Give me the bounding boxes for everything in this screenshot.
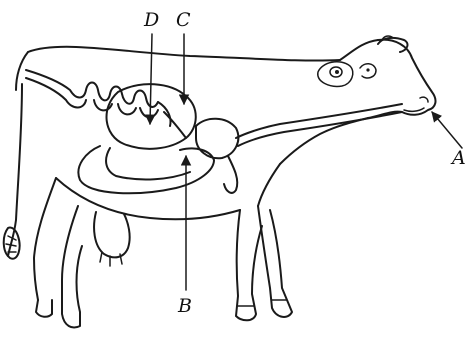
label-a: A bbox=[450, 147, 466, 169]
intestine-coils-2 bbox=[26, 78, 158, 117]
cow-fore-leg-rear bbox=[236, 210, 262, 320]
arrow-a bbox=[432, 112, 462, 148]
cow-hind-leg-outer bbox=[34, 178, 56, 300]
intestine-coils bbox=[26, 70, 158, 107]
cow-chest bbox=[258, 164, 280, 206]
stomach-lower-inner bbox=[106, 148, 190, 179]
stomach-lower bbox=[78, 146, 214, 193]
cow-outline bbox=[4, 36, 436, 328]
intestine-tube bbox=[158, 102, 186, 138]
cow-neck-top bbox=[340, 40, 378, 60]
label-d: D bbox=[143, 9, 159, 31]
cow-udder bbox=[94, 212, 130, 257]
cow-eye-patch bbox=[318, 62, 353, 87]
digestive-tract bbox=[26, 70, 402, 193]
stomach-abomasum bbox=[224, 156, 237, 193]
cow-hind-leg-outer-back bbox=[36, 300, 52, 317]
cow-hoof-lines bbox=[238, 300, 286, 306]
cow-pupil bbox=[335, 70, 339, 74]
pointer-arrows bbox=[150, 34, 462, 290]
cow-nostril bbox=[420, 97, 428, 102]
label-b: B bbox=[177, 295, 192, 317]
label-c: C bbox=[176, 9, 191, 31]
cow-pupil-2 bbox=[366, 68, 369, 71]
cow-hind-leg-inner bbox=[62, 206, 82, 328]
esophagus-upper bbox=[236, 104, 402, 138]
arrow-d bbox=[150, 34, 152, 124]
stomach-reticulum bbox=[196, 119, 238, 159]
cow-mouth bbox=[404, 108, 424, 111]
